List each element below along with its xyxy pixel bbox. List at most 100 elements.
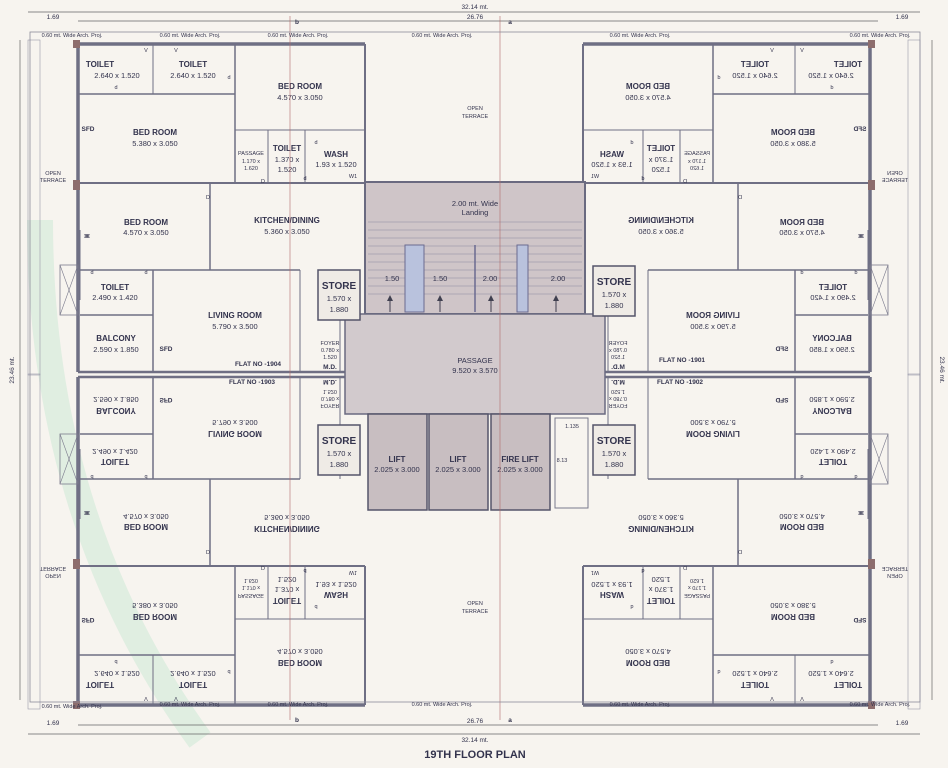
passage-lobby — [344, 313, 606, 415]
room-size: 1.520 — [278, 165, 297, 174]
room-size: 2.490 x 1.420 — [92, 293, 137, 302]
room-size: 1.170 x — [688, 159, 706, 165]
lift-shaft-1 — [428, 413, 489, 511]
center-terrace-label-1: TERRACE — [462, 609, 489, 615]
lift-label: FIRE LIFT — [501, 455, 538, 464]
room-size: 1.520 — [652, 165, 671, 174]
dim-overall-label-bottom: 32.14 mt. — [461, 737, 488, 744]
column-marker — [868, 40, 875, 48]
room-size: 1.93 x 1.520 — [591, 160, 632, 169]
flat-label-1901: FLAT NO -1901 — [659, 357, 705, 364]
room-label: WASH — [600, 590, 624, 599]
room-label: LIVING ROOM — [686, 311, 740, 320]
room-size: 2.640 x 1.520 — [808, 71, 853, 80]
room-label: BED ROOM — [278, 82, 322, 91]
room-size: 4.570 x 3.050 — [123, 512, 168, 521]
stair-arrow-head — [488, 295, 494, 301]
door-window-tag: V — [800, 48, 804, 54]
door-window-tag: D — [261, 179, 265, 185]
room-size: 4.570 x 3.050 — [779, 512, 824, 521]
store-size: 1.570 x — [327, 294, 352, 303]
door-window-tag: d — [90, 270, 93, 276]
door-window-tag: V — [144, 695, 148, 701]
passage-label: PASSAGE — [457, 356, 492, 365]
dim-inner-label: 26.76 — [467, 14, 484, 21]
center-terrace-label-1: OPEN — [467, 601, 483, 607]
main-door-label: M.D. — [611, 364, 625, 371]
duct-cross — [59, 264, 79, 316]
room-label: TOILET — [819, 457, 847, 466]
room-label: TOILET — [647, 144, 675, 153]
door-window-tag: d — [90, 473, 93, 479]
dim-side-left-bottom: 1.69 — [47, 720, 60, 727]
room-size: 1.93 x 1.520 — [315, 580, 356, 589]
room-size: 4.570 x 3.050 — [779, 228, 824, 237]
room-size: 5.360 x 3.050 — [264, 227, 309, 236]
open-terrace-label: TERRACE — [40, 565, 67, 571]
room-label: TOILET — [647, 596, 675, 605]
room-size: 2.640 x 1.520 — [732, 71, 777, 80]
column-marker — [73, 180, 80, 190]
store-size: 1.880 — [330, 305, 349, 314]
door-window-tag: d — [114, 85, 117, 91]
room-size: 4.570 x 3.050 — [625, 647, 670, 656]
column-marker — [868, 180, 875, 190]
door-window-tag: W — [858, 232, 864, 238]
room-label: BED ROOM — [626, 658, 670, 667]
store-room-0 — [317, 269, 361, 321]
room-label: BED ROOM — [780, 218, 824, 227]
door-window-tag: d — [227, 668, 230, 674]
room-label: TOILET — [741, 680, 769, 689]
duct-cross — [869, 264, 889, 316]
door-window-tag: D — [683, 179, 687, 185]
store-label: STORE — [322, 436, 357, 447]
store-size: 1.570 x — [602, 449, 627, 458]
section-marker-a: a — [508, 19, 512, 26]
duct-cross — [869, 433, 889, 485]
center-terrace-label-0: TERRACE — [462, 114, 489, 120]
room-size: 1.620 — [690, 166, 704, 172]
column-marker — [868, 701, 875, 709]
dim-overall-label: 32.14 mt. — [461, 4, 488, 11]
stair-width-3: 2.00 — [551, 274, 566, 283]
column-marker — [73, 40, 80, 48]
shaft-width: 1.135 — [565, 424, 579, 430]
door-window-tag: D — [206, 548, 210, 554]
room-label: BALCONY — [812, 334, 852, 343]
door-window-tag: d — [641, 567, 644, 573]
room-label: TOILET — [101, 283, 129, 292]
projection-strip — [27, 39, 41, 376]
room-label: WASH — [600, 150, 624, 159]
open-terrace-label: OPEN — [887, 572, 903, 578]
door-window-tag: V — [144, 48, 148, 54]
room-size: 5.360 x 3.050 — [638, 227, 683, 236]
room-size: 4.570 x 3.050 — [277, 93, 322, 102]
main-door-label: M.D. — [611, 378, 625, 385]
projection-strip — [27, 373, 41, 710]
open-terrace-label: TERRACE — [882, 565, 909, 571]
room-size: 4.570 x 3.050 — [123, 228, 168, 237]
door-window-tag: d — [303, 567, 306, 573]
room-size: 5.380 x 3.050 — [770, 139, 815, 148]
door-window-tag: d — [144, 270, 147, 276]
stair-arrow-head — [553, 295, 559, 301]
room-label: LIVING ROOM — [208, 311, 262, 320]
main-door-label: M.D. — [323, 378, 337, 385]
room-size: 2.640 x 1.520 — [732, 669, 777, 678]
arch-projection-label: 0.60 mt. Wide Arch. Proj. — [412, 702, 473, 708]
room-size: 5.790 x 3.500 — [690, 418, 735, 427]
service-shaft — [554, 417, 589, 509]
door-window-tag: D — [683, 564, 687, 570]
duct-cross — [59, 433, 79, 485]
room-size: 5.790 x 3.500 — [212, 418, 257, 427]
room-label: BED ROOM — [771, 612, 815, 621]
room-label: BALCONY — [96, 406, 136, 415]
room-label: BED ROOM — [124, 522, 168, 531]
sfd-tag: SFD — [775, 396, 788, 403]
room-label: TOILET — [819, 283, 847, 292]
room-label: TOILET — [86, 680, 114, 689]
door-window-tag: V — [174, 48, 178, 54]
room-size: 1.170 x — [242, 159, 260, 165]
room-label: BED ROOM — [626, 82, 670, 91]
